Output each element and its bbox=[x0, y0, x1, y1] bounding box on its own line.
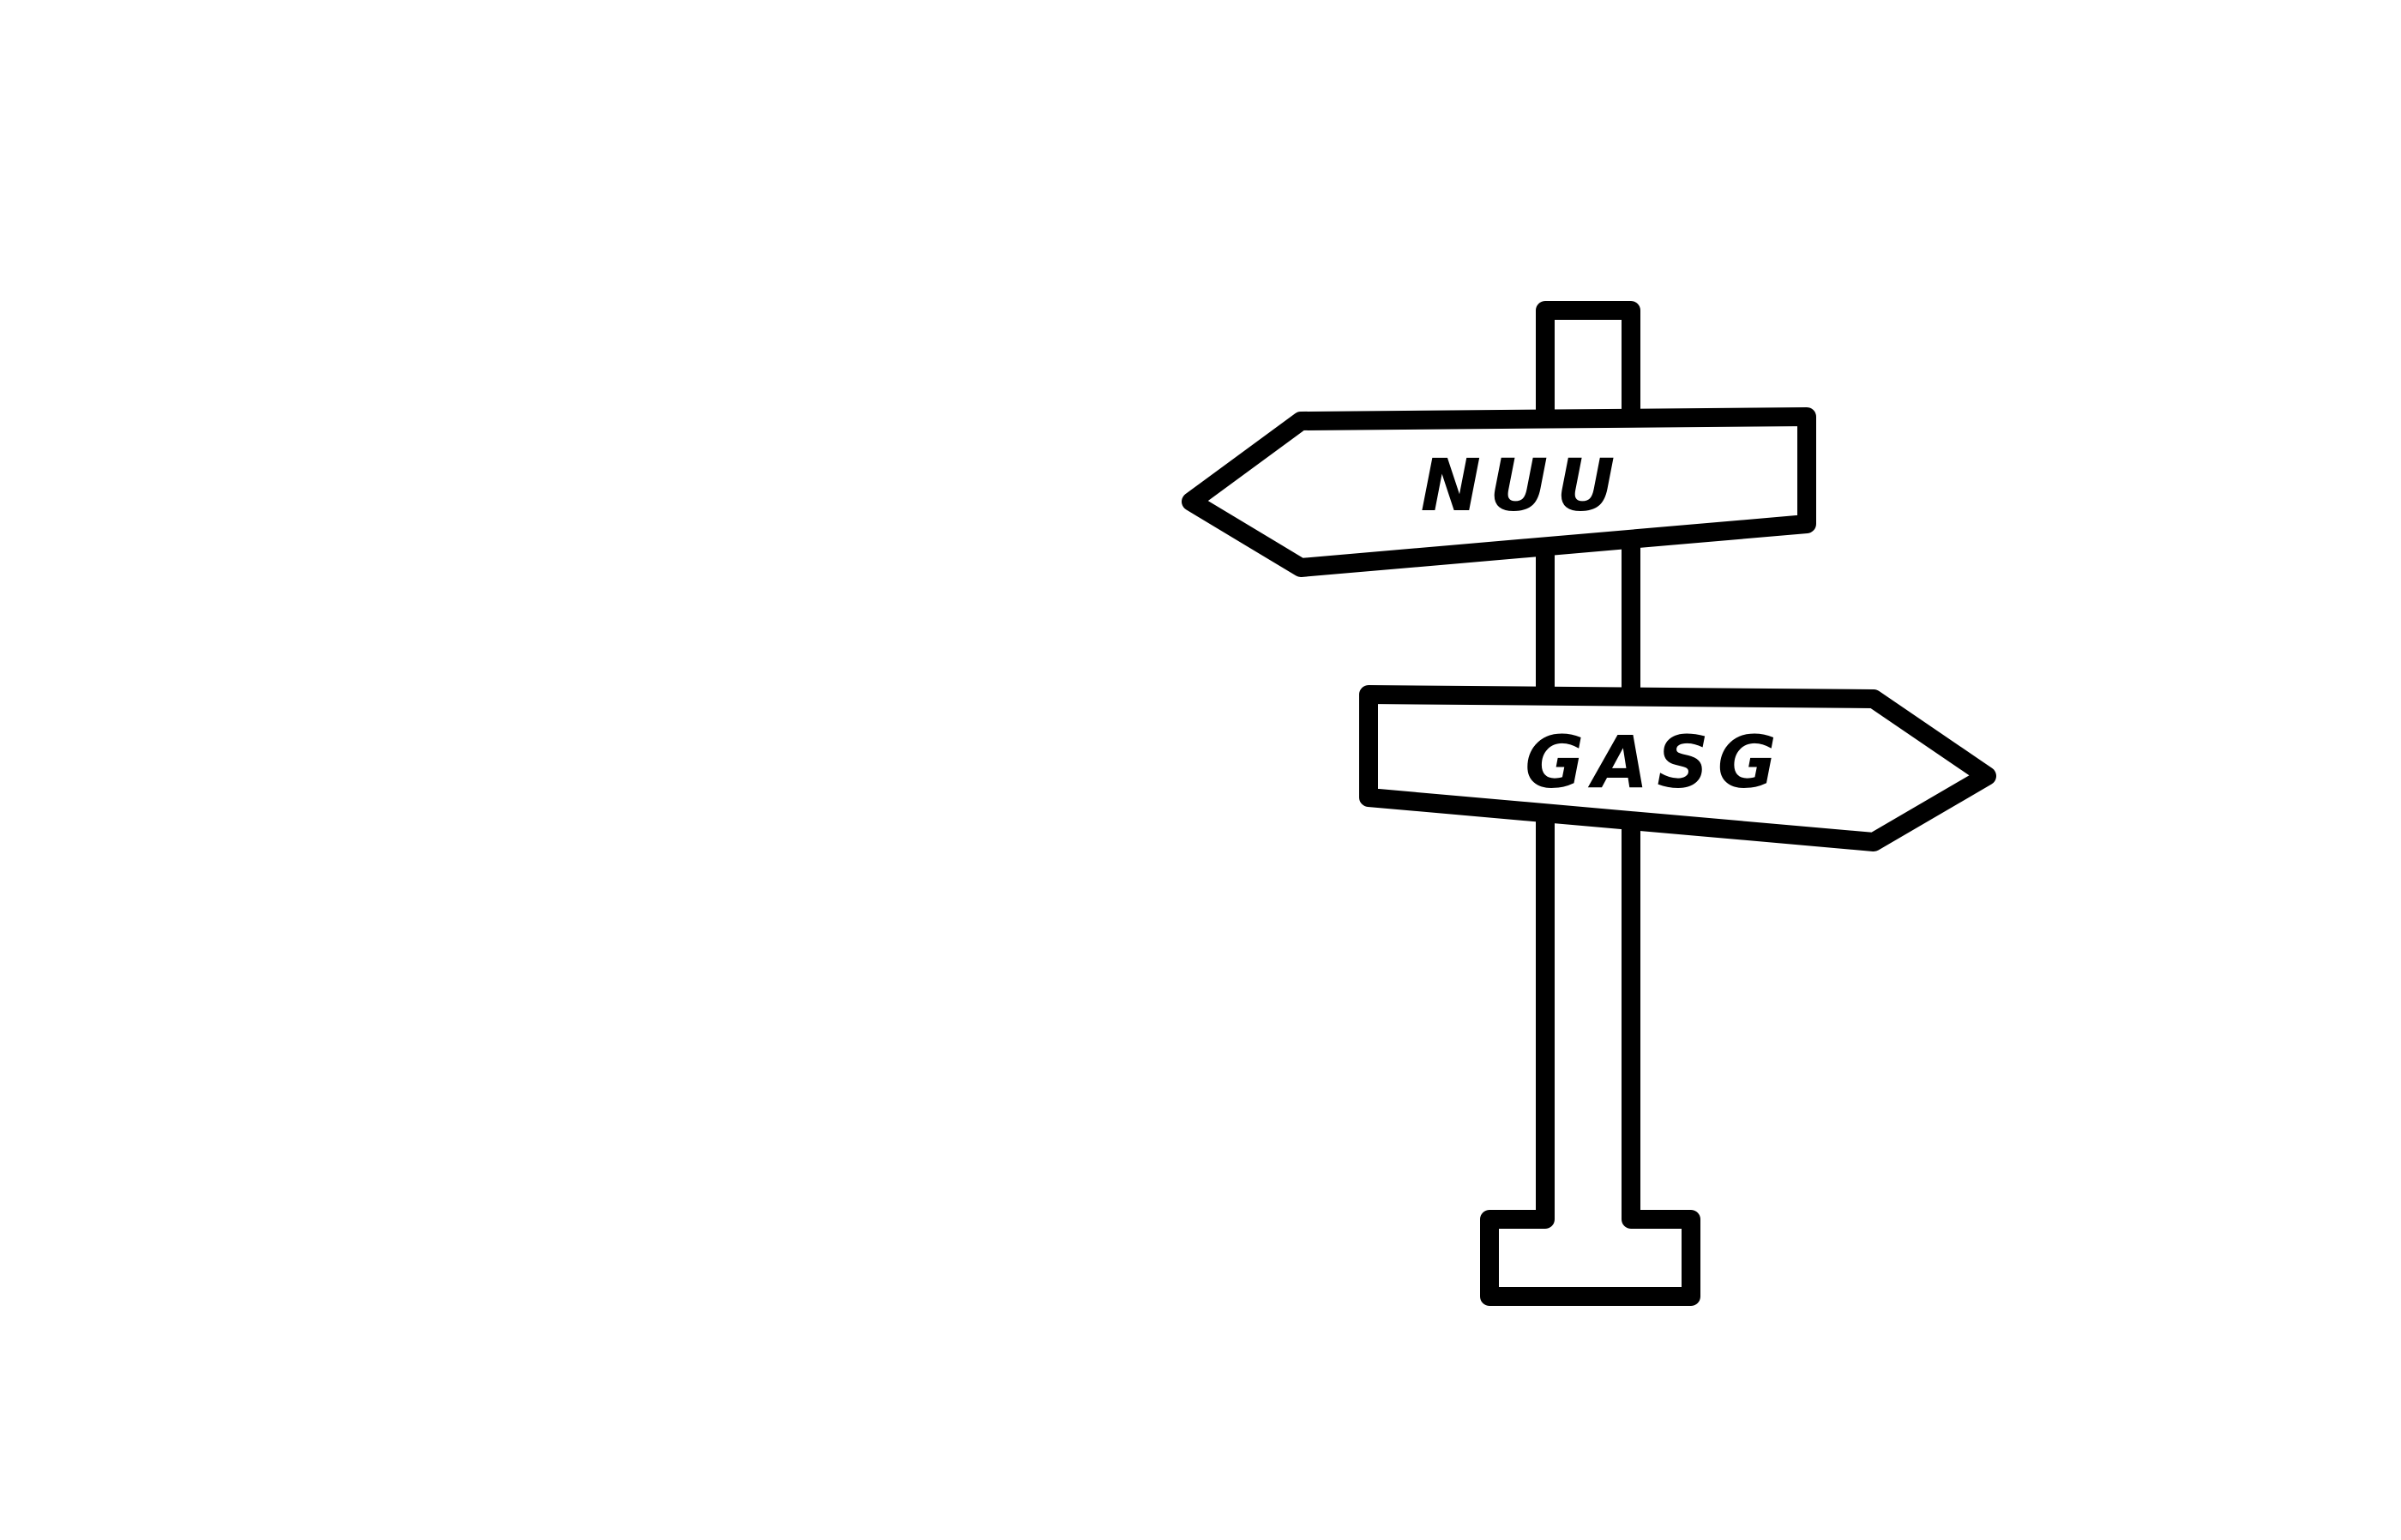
upper-sign-board bbox=[1182, 407, 1816, 577]
lower-sign-board bbox=[1359, 685, 1996, 851]
lower-sign-label: GASG bbox=[1525, 720, 1784, 804]
upper-sign-label: NUU bbox=[1421, 443, 1624, 527]
